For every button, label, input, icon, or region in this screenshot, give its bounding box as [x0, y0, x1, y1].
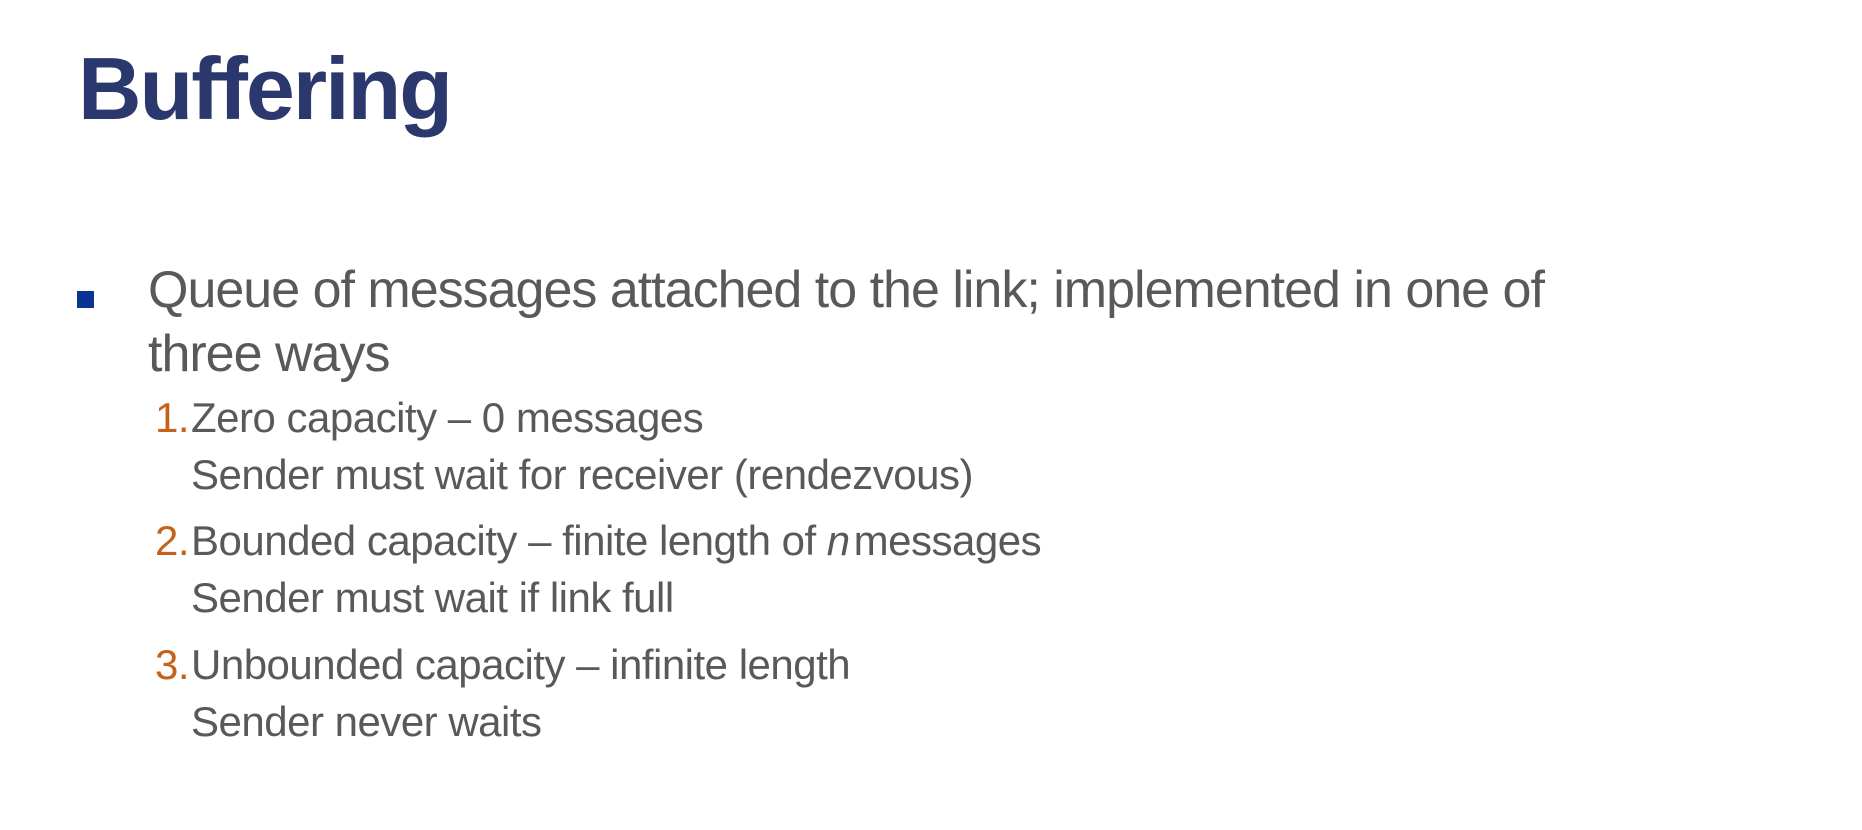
item-1-line-2: Sender must wait for receiver (rendezvou…: [191, 451, 973, 498]
item-3-text: Unbounded capacity – infinite length Sen…: [191, 636, 854, 750]
item-2-line-2: Sender must wait if link full: [191, 574, 674, 621]
item-2-line-1: Bounded capacity – finite length of nmes…: [191, 517, 1042, 564]
item-1-number: 1.: [155, 394, 190, 441]
slide-title: Buffering: [78, 39, 453, 138]
item-2-number: 2.: [155, 517, 190, 564]
item-1-line-1: Zero capacity – 0 messages: [191, 394, 704, 441]
item-3-number: 3.: [155, 641, 190, 688]
bullet-square-icon: [77, 291, 94, 308]
list-item-2: 2. Bounded capacity – finite length of n…: [155, 512, 1042, 626]
list-item-1: 1. Zero capacity – 0 messages Sender mus…: [155, 389, 973, 503]
item-3-line-1: Unbounded capacity – infinite length: [191, 641, 851, 688]
bullet-paragraph: Queue of messages attached to the link; …: [148, 258, 1708, 386]
item-1-text: Zero capacity – 0 messages Sender must w…: [191, 389, 973, 503]
bullet-line-2: three ways: [148, 325, 390, 383]
list-item-3: 3. Unbounded capacity – infinite length …: [155, 636, 854, 750]
item-3-line-2: Sender never waits: [191, 698, 542, 745]
item-2-text: Bounded capacity – finite length of nmes…: [191, 512, 1042, 626]
bullet-line-1: Queue of messages attached to the link; …: [148, 261, 1545, 319]
